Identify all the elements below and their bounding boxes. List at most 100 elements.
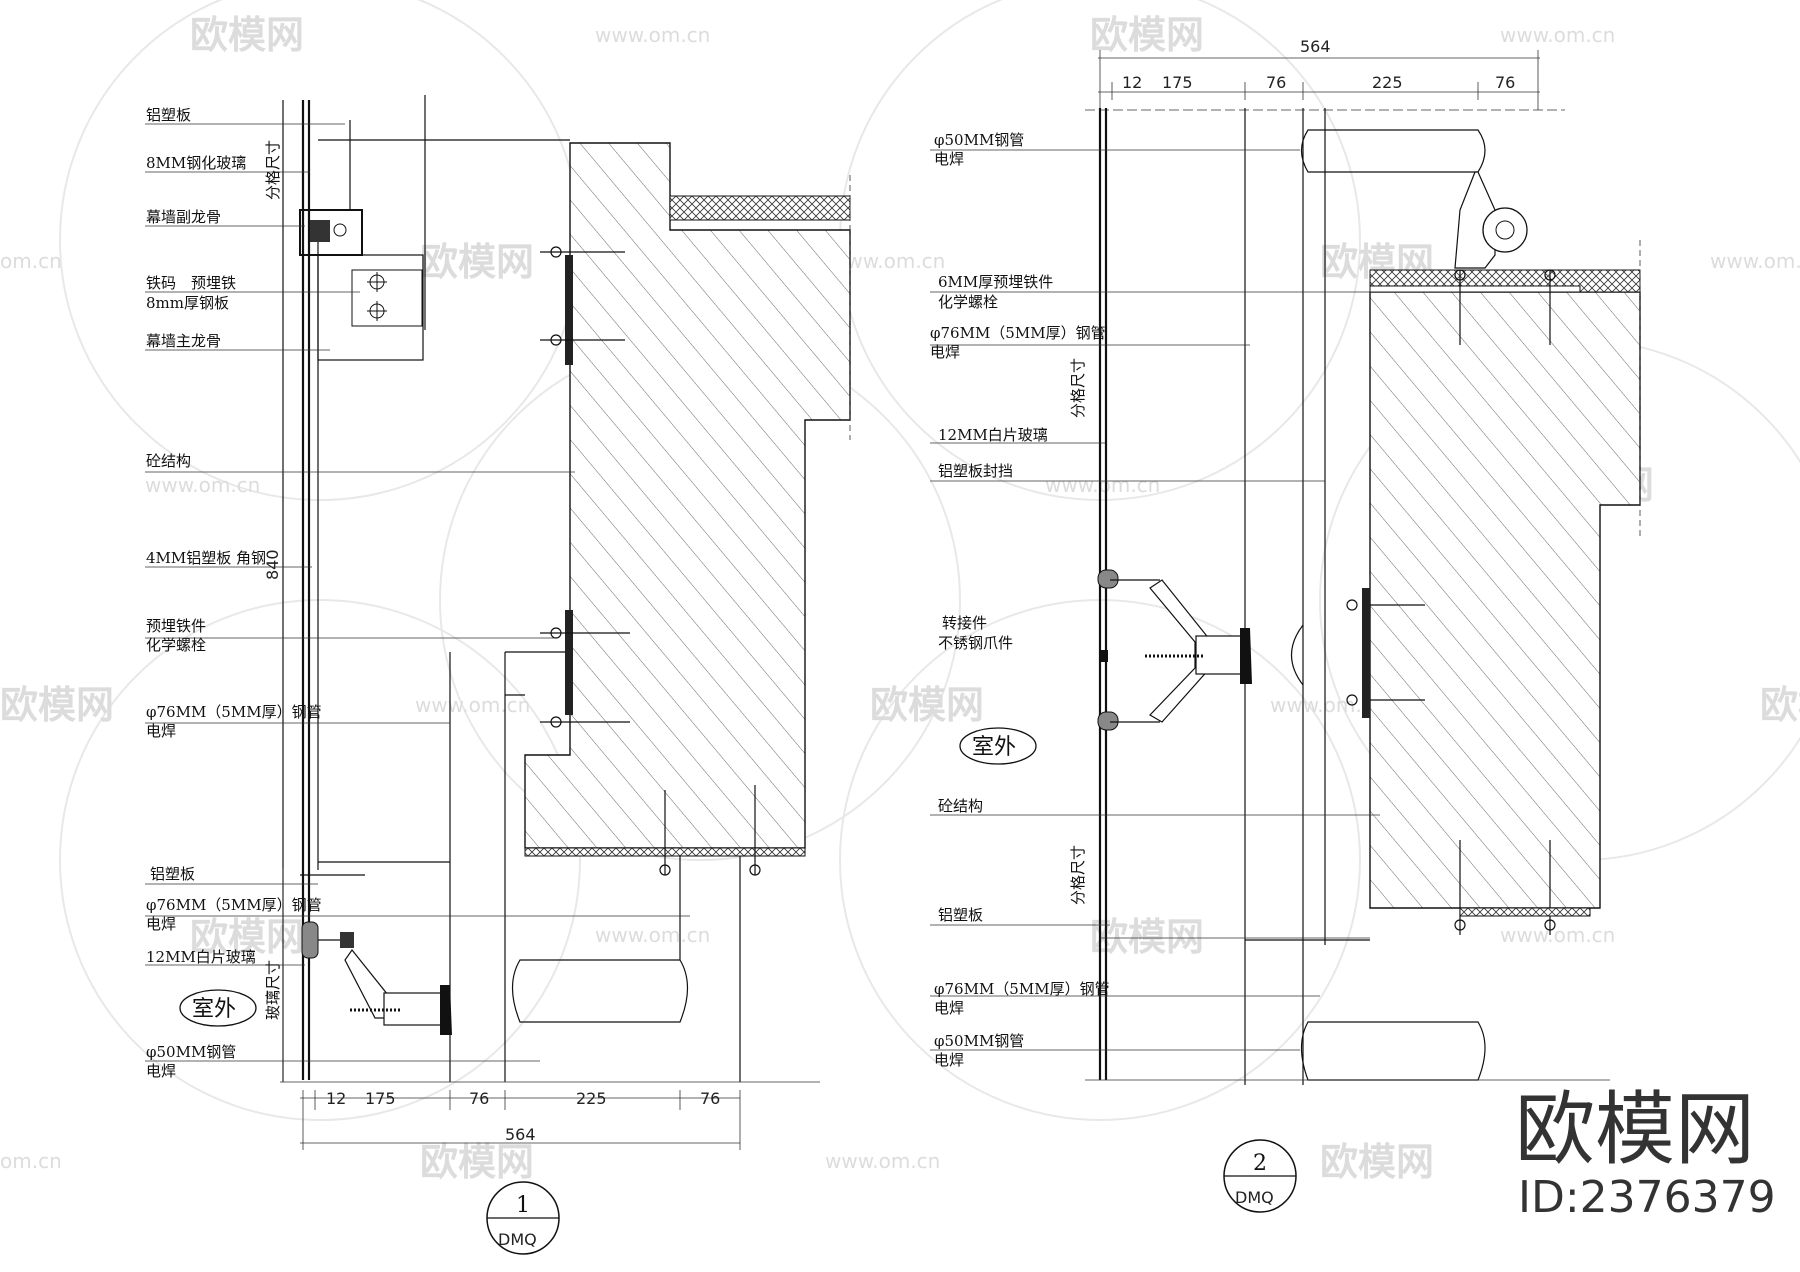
watermark-brand: 欧模网 <box>420 1140 534 1184</box>
dimension: 76 <box>469 1089 489 1108</box>
label: 8mm厚钢板 <box>146 294 229 312</box>
watermark-brand: 欧模网 <box>420 240 534 284</box>
label: φ50MM钢管 <box>934 131 1024 149</box>
concrete-structure-1 <box>524 142 851 849</box>
spider-fitting-1 <box>301 921 452 1035</box>
spider-fitting-2 <box>1097 569 1252 731</box>
dimension-chain-2: 564 12 175 76 225 76 <box>1098 37 1540 110</box>
watermark-url: www.om.cn <box>145 473 260 497</box>
detail-1: 铝塑板 8MM钢化玻璃 幕墙副龙骨 铁码 预埋铁 8mm厚钢板 幕墙主龙骨 砼结… <box>145 95 851 1255</box>
label: 电焊 <box>934 150 964 168</box>
watermark-url: om.cn <box>0 249 62 273</box>
curtain-wall-glass-2 <box>1098 108 1108 1080</box>
label: 铁码 预埋铁 <box>146 274 236 292</box>
watermark-url: www.om.cn <box>595 23 710 47</box>
label: φ76MM（5MM厚）钢管 <box>146 896 322 914</box>
watermark-brand: 欧模网 <box>1090 915 1204 959</box>
leader-lines-1 <box>145 123 820 1083</box>
concrete-structure-2 <box>1369 291 1641 909</box>
label: 6MM厚预埋铁件 <box>938 273 1053 291</box>
dimension-chain-1: 12 175 76 225 76 564 <box>300 1089 741 1150</box>
dimension-total: 564 <box>1300 37 1331 56</box>
section-tag-1: 1 DMQ <box>486 1181 560 1255</box>
label: 铝塑板 <box>150 865 195 883</box>
label: 预埋铁件 <box>146 617 206 635</box>
label: φ50MM钢管 <box>934 1032 1024 1050</box>
label: 电焊 <box>146 722 176 740</box>
brand-name: 欧模网 <box>1515 1083 1755 1176</box>
watermark-url: www.om.cn <box>1710 249 1800 273</box>
vertical-label: 玻璃尺寸 <box>264 960 282 1020</box>
section-number: 2 <box>1253 1151 1267 1176</box>
watermark-brand: 欧模网 <box>870 683 984 727</box>
section-code: DMQ <box>1235 1188 1274 1207</box>
watermark-url: www.om.cn <box>825 1149 940 1173</box>
steel-tube-50-top <box>1300 129 1486 173</box>
watermark-url: www.om.cn <box>595 923 710 947</box>
dimension: 225 <box>1372 73 1403 92</box>
label: 化学螺栓 <box>146 636 206 654</box>
label: 幕墙主龙骨 <box>146 332 221 350</box>
floor-finish-1 <box>669 195 851 221</box>
label: 12MM白片玻璃 <box>938 426 1048 444</box>
steel-tube-50-1 <box>511 959 689 1023</box>
watermark-brand: 欧模网 <box>190 915 304 959</box>
label: φ50MM钢管 <box>146 1043 236 1061</box>
dimension: 12 <box>1122 73 1142 92</box>
watermark-url: www.om.cn <box>1500 923 1615 947</box>
labels-1: 铝塑板 8MM钢化玻璃 幕墙副龙骨 铁码 预埋铁 8mm厚钢板 幕墙主龙骨 砼结… <box>146 106 322 1080</box>
label: 铝塑板 <box>146 106 191 124</box>
section-number: 1 <box>516 1193 530 1218</box>
detail-2: 564 12 175 76 225 76 <box>930 37 1641 1213</box>
embedded-plate <box>565 610 573 715</box>
label: 铝塑板 <box>938 906 983 924</box>
label: 砼结构 <box>146 452 191 470</box>
dimension-total: 564 <box>505 1125 536 1144</box>
section-tag-2: 2 DMQ <box>1223 1139 1297 1213</box>
outside-text: 室外 <box>192 997 236 1022</box>
dimension: 76 <box>1266 73 1286 92</box>
label: 电焊 <box>934 999 964 1017</box>
label: 化学螺栓 <box>938 293 998 311</box>
watermark-brand: 欧模网 <box>190 13 304 57</box>
steel-tube-50-bottom <box>1300 1021 1486 1081</box>
dimension: 12 <box>326 1089 346 1108</box>
dimension: 175 <box>1162 73 1193 92</box>
watermark-brand: 欧模网 <box>1320 1140 1434 1184</box>
label: φ76MM（5MM厚）钢管 <box>146 703 322 721</box>
watermark-url: www.om.cn <box>415 693 530 717</box>
label: 砼结构 <box>938 797 983 815</box>
vertical-label: 分格尺寸 <box>1069 845 1087 905</box>
brand-block: 欧模网 ID:2376379 <box>1515 1083 1776 1223</box>
dimension: 76 <box>1495 73 1515 92</box>
label: φ76MM（5MM厚）钢管 <box>930 324 1106 342</box>
label: 12MM白片玻璃 <box>146 948 256 966</box>
watermark-brand: 欧模网 <box>1760 683 1800 727</box>
embedded-plate <box>565 255 573 365</box>
vertical-label: 分格尺寸 <box>1069 358 1087 418</box>
label: 8MM钢化玻璃 <box>146 154 246 172</box>
dimension: 225 <box>576 1089 607 1108</box>
label: 4MM铝塑板 角钢 <box>146 549 266 567</box>
label: 幕墙副龙骨 <box>146 208 221 226</box>
label: 铝塑板封挡 <box>938 462 1013 480</box>
curtain-wall-glass-1 <box>301 100 311 1080</box>
labels-2: φ50MM钢管 电焊 6MM厚预埋铁件 化学螺栓 φ76MM（5MM厚）钢管 电… <box>930 131 1110 1069</box>
label: 转接件 <box>942 614 987 632</box>
outside-tag-2 <box>959 727 1037 765</box>
section-code: DMQ <box>498 1230 537 1249</box>
leader-lines-2 <box>930 149 1610 1081</box>
watermark-brand: 欧模网 <box>0 683 114 727</box>
brand-id: ID:2376379 <box>1518 1172 1776 1223</box>
label: 电焊 <box>930 343 960 361</box>
dimension: 175 <box>365 1089 396 1108</box>
vertical-label: 分格尺寸 <box>264 140 282 200</box>
label: 电焊 <box>146 1062 176 1080</box>
watermark-brand: 欧模网 <box>1090 13 1204 57</box>
vertical-dimension: 840 <box>263 549 282 580</box>
outside-text: 室外 <box>972 735 1016 760</box>
label: 电焊 <box>934 1051 964 1069</box>
chemical-bolts-1 <box>540 246 630 728</box>
outside-tag-1 <box>179 989 257 1027</box>
